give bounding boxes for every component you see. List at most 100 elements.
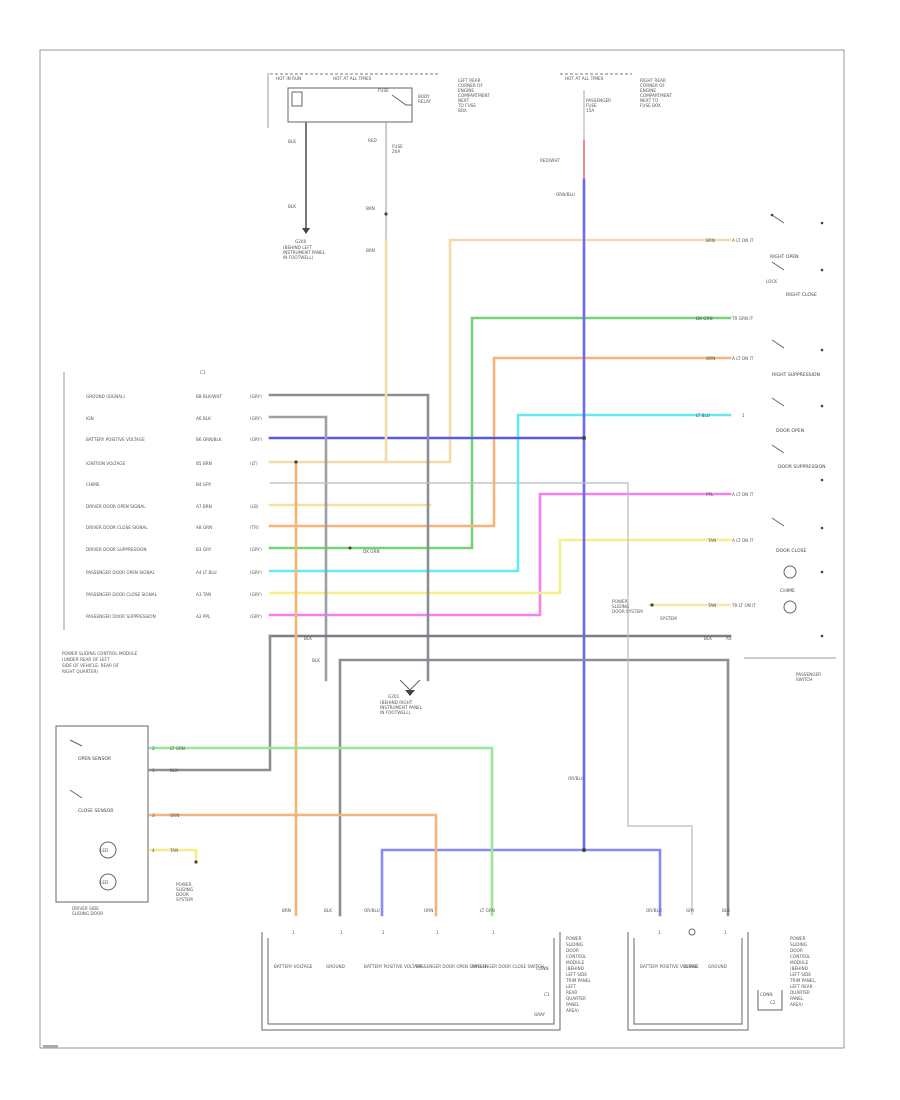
svg-text:FUSE: FUSE [378, 88, 389, 93]
svg-text:QUARTER: QUARTER [790, 990, 810, 995]
blue-wire-tags: OR/BLU [568, 776, 584, 781]
svg-text:A6 BLK: A6 BLK [196, 416, 211, 421]
svg-text:COMPARTMENT: COMPARTMENT [640, 93, 673, 98]
svg-text:LEFT REAR: LEFT REAR [790, 984, 813, 989]
switch-label: DOOR SUPPRESSION [778, 464, 826, 470]
svg-text:1: 1 [340, 930, 343, 935]
svg-text:1: 1 [382, 930, 385, 935]
switch-label: CHIME [780, 588, 795, 594]
svg-text:B4 GRY: B4 GRY [196, 482, 212, 487]
svg-text:(GRY): (GRY) [250, 570, 262, 575]
svg-text:CORNER OF: CORNER OF [458, 83, 483, 88]
svg-text:MODULE: MODULE [566, 960, 585, 965]
svg-text:LEFT SIDE: LEFT SIDE [790, 972, 811, 977]
svg-text:(BEHIND RIGHT: (BEHIND RIGHT [380, 700, 413, 705]
svg-text:4: 4 [152, 848, 155, 853]
svg-text:LOCK: LOCK [766, 279, 777, 284]
bottom-pin-label: BATTERY POSITIVE VOLTAGE [640, 964, 699, 969]
svg-text:(TR): (TR) [250, 525, 259, 530]
wire-cyan [268, 413, 732, 573]
svg-text:(LB): (LB) [250, 504, 259, 509]
svg-text:SLIDING: SLIDING [176, 887, 193, 892]
svg-text:DK GRN: DK GRN [696, 316, 713, 321]
svg-text:1: 1 [436, 930, 439, 935]
svg-text:TAN: TAN [169, 848, 178, 853]
switch-label: RIGHT SUPPRESSION [772, 372, 820, 378]
svg-text:C1: C1 [200, 370, 206, 375]
page-corner-mark [43, 1045, 58, 1048]
ecm-note: POWER SLIDING CONTROL MODULE (UNDER REAR… [62, 651, 138, 674]
bottom-pin-label: GROUND [708, 964, 727, 969]
svg-text:CONN: CONN [536, 966, 549, 971]
svg-text:BLK: BLK [288, 139, 296, 144]
svg-text:CONN: CONN [760, 992, 773, 997]
wire-yellow-left [148, 848, 198, 864]
svg-text:AREA): AREA) [790, 1002, 803, 1007]
svg-text:G201: G201 [388, 694, 400, 699]
svg-text:LEFT REAR: LEFT REAR [458, 78, 481, 83]
ecm-pin-label: DRIVER DOOR SUPPRESSION [86, 547, 147, 552]
svg-text:AREA): AREA) [566, 1008, 579, 1013]
svg-text:DOOR: DOOR [176, 892, 189, 897]
svg-text:DOOR: DOOR [790, 948, 803, 953]
svg-text:A LT ON IT: A LT ON IT [732, 356, 754, 361]
svg-text:OR/BLU: OR/BLU [646, 908, 662, 913]
svg-text:MODULE: MODULE [790, 960, 809, 965]
svg-text:LEFT SIDE: LEFT SIDE [566, 972, 587, 977]
svg-text:1: 1 [152, 768, 155, 773]
wire-orange-left [148, 813, 438, 917]
svg-text:TR GRN IT: TR GRN IT [731, 316, 754, 321]
svg-text:SLIDING DOOR: SLIDING DOOR [72, 911, 103, 916]
svg-text:FUSE: FUSE [586, 103, 597, 108]
wire-tan-right-open [268, 238, 732, 464]
svg-text:1: 1 [292, 930, 295, 935]
svg-text:A5: A5 [726, 636, 732, 641]
svg-text:PASSENGER: PASSENGER [586, 98, 611, 103]
svg-text:(GRY): (GRY) [250, 614, 262, 619]
svg-text:POWER: POWER [612, 599, 628, 604]
svg-text:B5 BRN: B5 BRN [196, 461, 212, 466]
ecm-pin-label: PASSENGER DOOR SUPPRESSION [86, 614, 156, 619]
svg-text:PANEL: PANEL [566, 1002, 580, 1007]
svg-text:REAR: REAR [566, 990, 577, 995]
ecm-pin-label: DRIVER DOOR OPEN SIGNAL [86, 504, 146, 509]
svg-text:ENGINE: ENGINE [458, 88, 474, 93]
svg-text:LED: LED [100, 848, 108, 853]
svg-text:SYSTEM: SYSTEM [176, 897, 193, 902]
svg-text:ORN: ORN [424, 908, 433, 913]
svg-text:BLK: BLK [704, 636, 712, 641]
svg-text:DOOR SYSTEM: DOOR SYSTEM [612, 609, 643, 614]
switch-label: DOOR OPEN [776, 428, 804, 434]
svg-text:(GRY): (GRY) [250, 592, 262, 597]
svg-text:LT BLU: LT BLU [696, 413, 710, 418]
svg-text:GRAY: GRAY [534, 1012, 546, 1017]
svg-text:(GRY): (GRY) [250, 416, 262, 421]
ecm-pin-label: IGN [86, 416, 94, 421]
ecm-connector: C1 GROUND (SIGNAL) IGN BATTERY POSITIVE … [63, 370, 380, 630]
svg-text:(LT): (LT) [250, 461, 258, 466]
svg-text:HOT AT ALL TIMES: HOT AT ALL TIMES [333, 76, 372, 81]
svg-text:BODY: BODY [418, 94, 430, 99]
diagram-border [39, 49, 845, 1049]
svg-text:SIDE OF VEHICLE, REAR OF: SIDE OF VEHICLE, REAR OF [62, 663, 120, 668]
switch-label: RIGHT CLOSE [786, 292, 817, 298]
svg-text:(GRY): (GRY) [250, 547, 262, 552]
wire-blk-left [148, 634, 272, 772]
bottom-pin-label: PASSENGER DOOR OPEN SWITCH [416, 964, 486, 969]
svg-text:POWER: POWER [566, 936, 582, 941]
svg-text:A7 BRN: A7 BRN [196, 504, 212, 509]
svg-text:C2: C2 [770, 1000, 776, 1005]
svg-text:BRN: BRN [366, 206, 375, 211]
svg-text:QUARTER: QUARTER [566, 996, 586, 1001]
svg-text:TAN: TAN [707, 603, 716, 608]
svg-text:COMPARTMENT: COMPARTMENT [458, 93, 491, 98]
svg-text:BLK: BLK [312, 658, 320, 663]
svg-text:TAN: TAN [707, 538, 716, 543]
svg-text:TRIM PANEL: TRIM PANEL [565, 978, 592, 983]
svg-text:BLK: BLK [288, 204, 296, 209]
bottom-pin-label: PASSENGER DOOR CLOSE SWITCH [472, 964, 544, 969]
